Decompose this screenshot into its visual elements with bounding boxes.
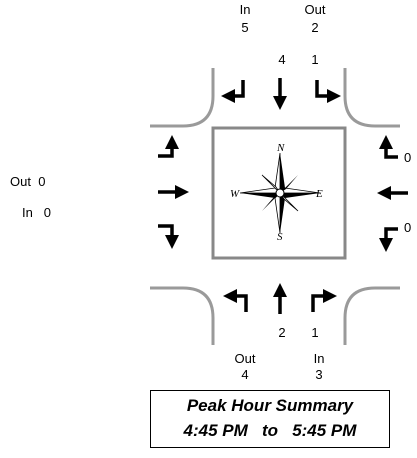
road-edge-sw (150, 286, 215, 345)
north-lane-count-left: 1 (311, 52, 319, 67)
arrow-east-left (379, 227, 398, 252)
arrow-west-right (158, 224, 179, 249)
arrow-west-left (158, 135, 179, 158)
south-out-value: 4 (241, 367, 249, 382)
west-in-label: In 0 (22, 205, 82, 220)
south-out-label: Out (234, 351, 256, 366)
road-edges (150, 68, 400, 345)
south-in-value: 3 (315, 367, 323, 382)
north-out-value: 2 (311, 20, 319, 35)
peak-hour-summary-box: Peak Hour Summary 4:45 PM to 5:45 PM (150, 390, 390, 448)
west-in-value: 0 (43, 205, 51, 220)
north-in-value: 5 (241, 20, 249, 35)
arrow-north-left (315, 80, 341, 103)
arrow-south-right (311, 289, 337, 312)
compass-n: N (276, 142, 285, 154)
summary-time-range: 4:45 PM to 5:45 PM (151, 421, 389, 441)
center-box (211, 126, 347, 260)
road-edge-se (343, 286, 400, 345)
south-lane-count-through: 2 (278, 325, 286, 340)
summary-to: to (261, 421, 279, 440)
road-edge-nw (150, 68, 215, 128)
west-out-label: Out 0 (10, 174, 70, 189)
west-in-text: In (22, 205, 33, 220)
north-in-label: In (239, 2, 251, 17)
north-out-label: Out (304, 2, 326, 17)
compass-w: W (230, 188, 240, 200)
south-lane-count-right: 1 (311, 325, 319, 340)
east-bottom-value: 0 (404, 220, 412, 235)
movement-arrows (158, 78, 408, 314)
west-out-value: 0 (38, 174, 46, 189)
summary-time-end: 5:45 PM (292, 421, 357, 440)
summary-title: Peak Hour Summary (186, 396, 354, 415)
compass-rose-icon (239, 152, 321, 234)
south-in-label: In (313, 351, 325, 366)
road-edge-ne (343, 68, 400, 128)
arrow-north-right (221, 80, 245, 103)
east-top-value: 0 (404, 150, 412, 165)
arrow-east-right (379, 135, 398, 159)
arrow-south-left (223, 289, 248, 312)
compass-s: S (277, 231, 283, 243)
compass-e: E (315, 188, 323, 200)
north-lane-count-through: 4 (278, 52, 286, 67)
summary-time-start: 4:45 PM (183, 421, 248, 440)
west-out-text: Out (10, 174, 31, 189)
